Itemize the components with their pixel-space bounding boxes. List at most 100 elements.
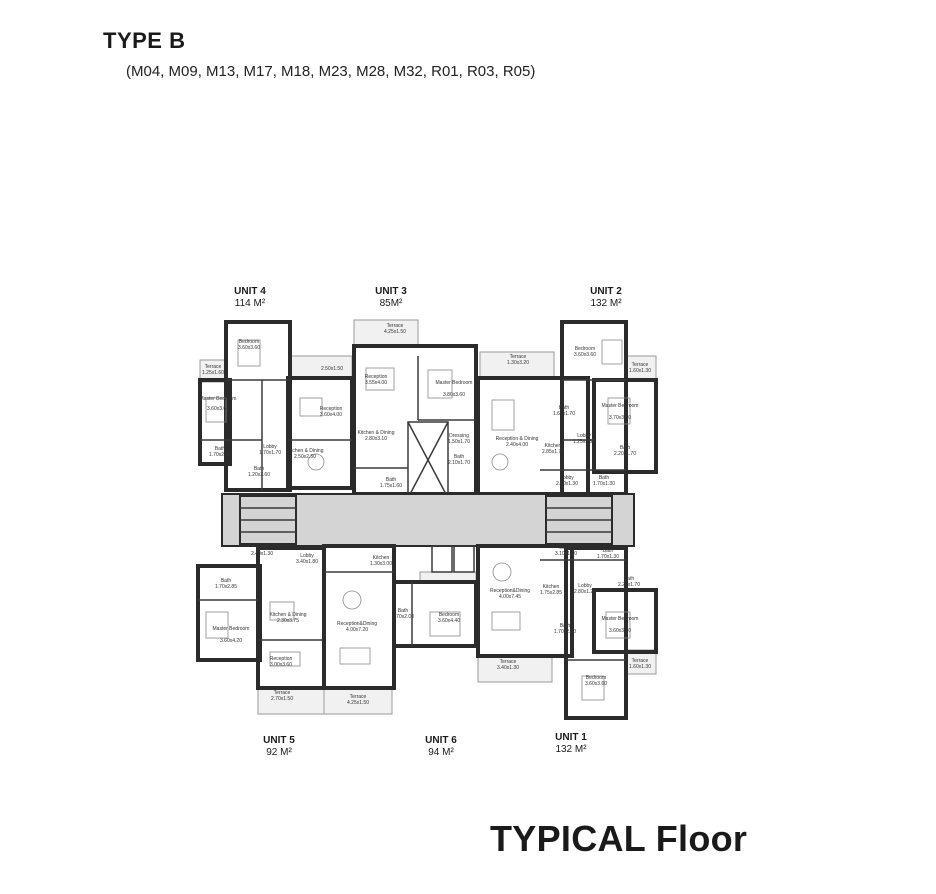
stair-right-treads [546, 507, 612, 533]
room-dims: 2.50x2.50 [294, 454, 316, 460]
unit1-area: 132 M² [555, 744, 587, 755]
unit5-name: UNIT 5 [263, 735, 295, 746]
unit4-area: 114 M² [234, 298, 266, 309]
room-dims: 2.20x1.70 [618, 582, 640, 588]
room-dims: 1.25x1.85 [573, 439, 595, 445]
room-label: Bath [624, 576, 635, 582]
room-label: Bedroom [439, 612, 459, 618]
room-label: Bath [599, 475, 610, 481]
unit2-name: UNIT 2 [590, 286, 622, 297]
unit4-living [286, 376, 354, 490]
room-label: Reception&Dining [490, 588, 530, 594]
room-label: Lobby [577, 433, 591, 439]
room-label: Terrace [500, 659, 517, 665]
room-dims: 1.25x1.60 [202, 370, 224, 376]
room-dims: 3.60x3.65 [207, 406, 229, 412]
room-dims: 3.60x3.60 [238, 345, 260, 351]
room-label: Bath [603, 548, 614, 554]
room-label: Bedroom [586, 675, 606, 681]
unit1-name: UNIT 1 [555, 732, 587, 743]
room-dims: 3.80x3.60 [443, 392, 465, 398]
room-dims: 2.70x1.50 [271, 696, 293, 702]
unit3-label: UNIT 3 85M² [346, 286, 436, 310]
room-label: Reception [270, 656, 293, 662]
unit6-label: UNIT 6 94 M² [396, 735, 486, 759]
unit5-wing [196, 564, 262, 662]
room-label: Terrace [632, 658, 649, 664]
room-label: Lobby [263, 444, 277, 450]
room-dims: 2.40x4.00 [506, 442, 528, 448]
room-dims: 1.20x2.60 [248, 472, 270, 478]
room-label: Terrace [350, 694, 367, 700]
room-dims: 1.75x1.60 [380, 483, 402, 489]
room-label: Master Bedroom [602, 403, 639, 409]
room-dims: 3.60x3.60 [574, 352, 596, 358]
room-label: Lobby [560, 475, 574, 481]
room-dims: 3.60x3.70 [609, 628, 631, 634]
unit6-name: UNIT 6 [425, 735, 457, 746]
furniture-sketch [205, 339, 631, 701]
unit4-wing [198, 378, 232, 466]
unit3-name: UNIT 3 [375, 286, 407, 297]
room-annotations: Bedroom 3.60x3.60 Terrace 1.25x1.60 Mast… [200, 323, 652, 706]
room-label: Terrace [387, 323, 404, 329]
room-dims: 1.70x2.60 [554, 629, 576, 635]
room-dims: 2.40x1.30 [251, 551, 273, 557]
terrace-unit2-right [625, 355, 657, 381]
plan-unit-codes: (M04, M09, M13, M17, M18, M23, M28, M32,… [126, 63, 536, 80]
room-dims: 4.25x1.50 [384, 329, 406, 335]
room-dims: 2.90x1.30 [556, 481, 578, 487]
unit1-master [592, 588, 658, 654]
room-label: Master Bedroom [436, 380, 473, 386]
room-dims: 4.00x7.20 [346, 627, 368, 633]
room-label: Bath [386, 477, 397, 483]
room-label: Bath [254, 466, 265, 472]
room-dims: 1.30x3.00 [370, 561, 392, 567]
unit6-area: 94 M² [428, 747, 454, 758]
room-dims: 1.75x2.85 [540, 590, 562, 596]
room-dims: 1.70x2.15 [209, 452, 231, 458]
unit6-outline [322, 544, 396, 690]
room-label: Reception&Dining [337, 621, 377, 627]
room-label: Bath [257, 545, 268, 551]
room-label: Kitchen & Dining [270, 612, 307, 618]
room-label: Kitchen & Dining [358, 430, 395, 436]
elevator-2 [453, 545, 475, 573]
room-dims: 2.80x1.25 [574, 589, 596, 595]
room-label: Master Bedroom [200, 396, 237, 402]
room-dims: 1.60x1.30 [629, 664, 651, 670]
room-label: Terrace [632, 362, 649, 368]
room-label: Master Bedroom [602, 616, 639, 622]
room-dims: 1.70x1.70 [259, 450, 281, 456]
room-label: Bath [559, 405, 570, 411]
room-label: Kitchen & Dining [287, 448, 324, 454]
room-dims: 3.40x1.80 [296, 559, 318, 565]
room-dims: 4.25x1.50 [347, 700, 369, 706]
room-dims: 3.70x3.60 [609, 415, 631, 421]
room-dims: 1.70x2.85 [215, 584, 237, 590]
room-label: Terrace [510, 354, 527, 360]
stair-left-treads [240, 507, 296, 533]
terrace-unit3-top [353, 319, 419, 347]
unit5-area: 92 M² [266, 747, 292, 758]
room-label: Bath [560, 623, 571, 629]
room-dims: 1.70x1.30 [593, 481, 615, 487]
floor-caption: TYPICAL Floor [490, 818, 748, 859]
unit1-wing [564, 546, 628, 720]
room-dims: 2.80x3.10 [365, 436, 387, 442]
room-label: Bedroom [575, 346, 595, 352]
elevator-1 [431, 545, 453, 573]
room-dims: 3.00x3.60 [270, 662, 292, 668]
room-label: Bath [398, 608, 409, 614]
room-dims: 1.60x1.30 [629, 368, 651, 374]
room-label: Lobby [578, 583, 592, 589]
room-dims: 1.70x1.30 [597, 554, 619, 560]
room-dims: 2.85x1.75 [542, 449, 564, 455]
room-label: Bedroom [239, 339, 259, 345]
room-label: Reception [365, 374, 388, 380]
terrace-unit1-bottom [477, 655, 553, 683]
room-dims: 3.60x3.60 [585, 681, 607, 687]
unit1-outline [476, 544, 574, 658]
room-dims: 4.00x7.45 [499, 594, 521, 600]
